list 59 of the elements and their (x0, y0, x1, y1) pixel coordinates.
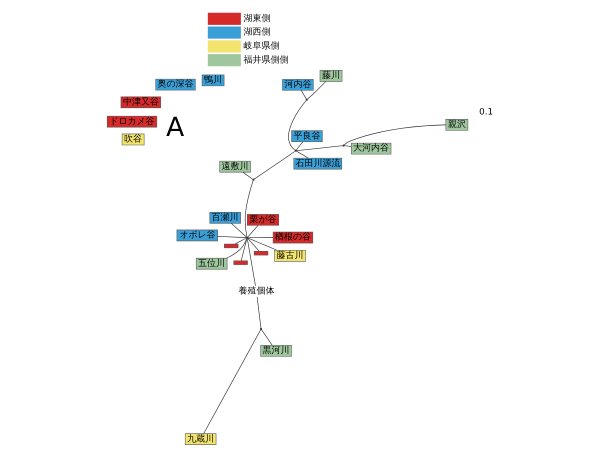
connector (240, 238, 248, 261)
connector (261, 329, 272, 346)
connector (344, 124, 446, 146)
legend-label: 岐阜県側 (244, 42, 280, 52)
node-box: ドロカメ谷 (106, 116, 158, 128)
label: A (166, 112, 184, 144)
connector (226, 238, 248, 258)
node-point (342, 144, 345, 147)
connector (288, 100, 307, 150)
connector (234, 238, 247, 244)
connector (244, 180, 254, 238)
node-point (294, 150, 297, 152)
connector (248, 225, 258, 238)
connector (296, 145, 344, 151)
node-box: 鴨川 (202, 74, 224, 86)
node-box: 栗が谷 (247, 214, 279, 226)
connector (246, 238, 256, 286)
connector (296, 141, 304, 150)
node-box: 大河内谷 (351, 142, 392, 154)
connector (247, 238, 260, 252)
legend-label: 湖西側 (244, 28, 271, 38)
node-box: 石田川源流 (294, 158, 342, 170)
node-point (252, 178, 254, 181)
label: 0.1 (479, 108, 494, 118)
node-box: 黒河川 (260, 345, 292, 357)
node-box: 親沢 (446, 119, 468, 131)
node-text: 養殖個体 (238, 286, 274, 296)
connector (254, 151, 296, 180)
legend-label: 湖東側 (244, 14, 271, 24)
node-box: 九蔵川 (184, 433, 216, 445)
node-point (260, 328, 262, 330)
connector (217, 236, 247, 238)
connector (300, 90, 307, 100)
connector (242, 172, 253, 180)
connector (231, 223, 247, 238)
connector (248, 237, 274, 238)
node-box: 吹谷 (122, 134, 144, 146)
node-box: 遠敷川 (219, 160, 251, 172)
node-box: オボレ谷 (176, 230, 218, 242)
connector (296, 150, 309, 158)
connector (256, 296, 262, 328)
connector (307, 81, 326, 100)
node-box: 楢根の谷 (272, 232, 314, 244)
node-box: 五位川 (196, 258, 228, 270)
connector (203, 329, 262, 434)
node-box (224, 244, 238, 248)
node-box: 河内谷 (282, 79, 314, 91)
node-box: 百瀬川 (210, 212, 241, 224)
node-box: 藤川 (320, 70, 342, 82)
connector (248, 238, 278, 251)
node-point (246, 236, 248, 239)
node-point (306, 98, 308, 101)
node-box (254, 251, 268, 256)
node-box (233, 260, 248, 265)
legend-label: 福井県側側 (244, 55, 289, 66)
node-box: 藤古川 (274, 250, 306, 262)
node-box: 平良谷 (291, 130, 323, 142)
node-box: 中津又谷 (120, 96, 161, 108)
node-box: 奥の深谷 (155, 78, 196, 90)
